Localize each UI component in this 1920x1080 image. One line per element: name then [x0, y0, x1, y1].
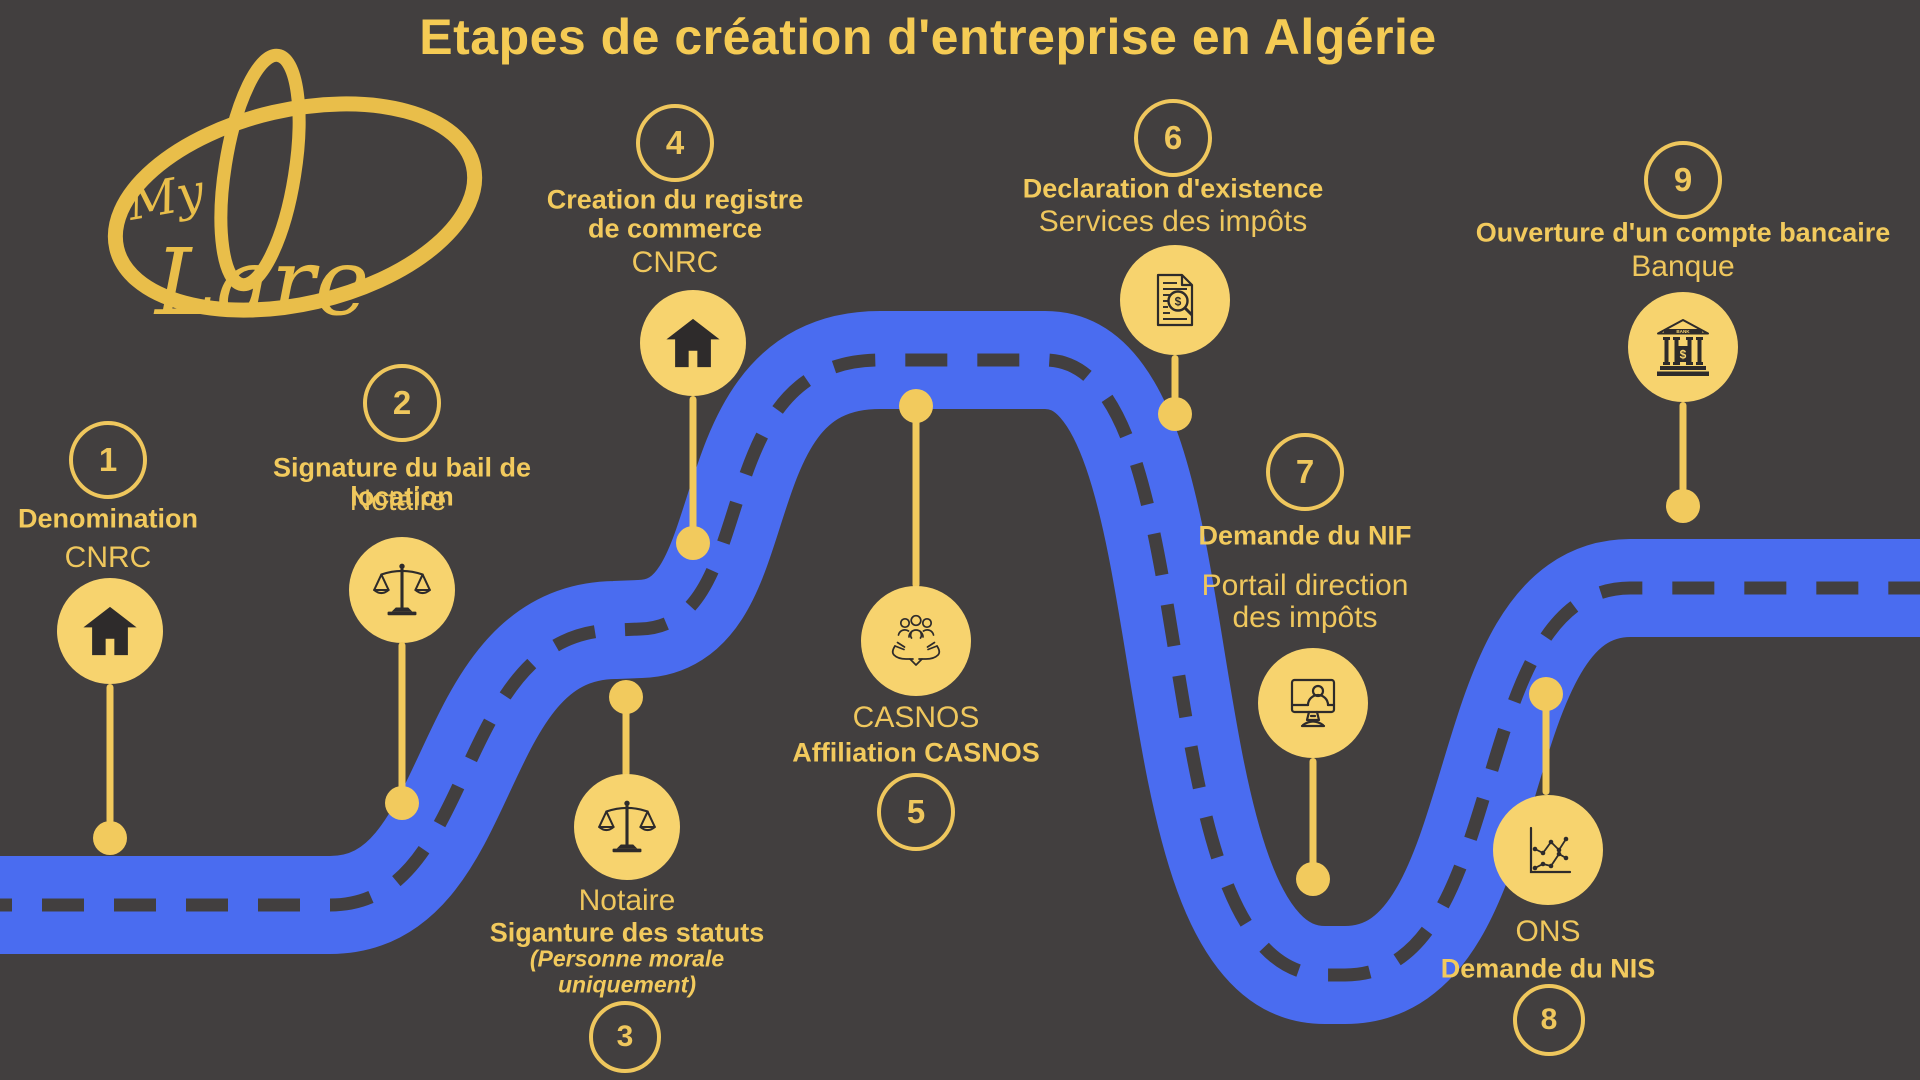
step-2-org: Notaire — [349, 484, 447, 517]
step-5-connector-line — [912, 414, 920, 588]
step-3-title: Siganture des statuts — [489, 917, 765, 948]
step-4-road-dot — [676, 526, 710, 560]
step-1-number: 1 — [98, 441, 118, 478]
step-1-icon-circle — [57, 578, 163, 684]
logo-word-lare: Lare — [153, 229, 369, 336]
scales-icon — [373, 563, 431, 616]
step-2-title-line2: location — [350, 481, 454, 512]
step-5-number-badge: 5 — [877, 773, 955, 851]
step-9-org: Banque — [1631, 250, 1735, 283]
my-lare-logo: My Lare — [107, 48, 483, 336]
step-5-icon-circle — [861, 586, 971, 696]
step-3-note-line2: uniquement) — [558, 971, 696, 998]
tax-document-search-icon: $ — [1156, 273, 1194, 327]
step-1-connector-line — [106, 684, 114, 824]
step-4-number: 4 — [665, 124, 685, 161]
step-2-title-line1: Signature du bail de — [272, 452, 532, 483]
step-8-icon-circle — [1493, 795, 1603, 905]
step-3-note-line1: (Personne morale — [529, 945, 725, 972]
step-4-title-line1: Creation du registre — [546, 184, 804, 215]
step-2-road-dot — [385, 786, 419, 820]
step-4-number-badge: 4 — [636, 104, 714, 182]
step-5-org: CASNOS — [852, 701, 980, 734]
community-hands-icon — [891, 614, 941, 666]
step-7-connector-line — [1309, 758, 1317, 866]
step-9-number: 9 — [1673, 161, 1693, 198]
step-8-connector-line — [1542, 702, 1550, 795]
step-2-number: 2 — [392, 384, 412, 421]
step-7-number: 7 — [1295, 453, 1315, 490]
step-3-connector-line — [622, 705, 630, 777]
step-9-icon-circle: BANK $ — [1628, 292, 1738, 402]
step-1-title: Denomination — [18, 503, 198, 534]
step-7-title: Demande du NIF — [1198, 520, 1412, 551]
step-1-road-dot — [93, 821, 127, 855]
dollar-glyph: $ — [1680, 348, 1687, 362]
step-6-road-dot — [1158, 397, 1192, 431]
step-8-number: 8 — [1540, 1003, 1558, 1036]
step-9-number-badge: 9 — [1644, 141, 1722, 219]
step-6-number: 6 — [1163, 119, 1183, 156]
step-4-icon-circle — [640, 290, 746, 396]
statistics-chart-icon — [1529, 826, 1572, 874]
step-9-road-dot — [1666, 489, 1700, 523]
step-5-number: 5 — [906, 793, 926, 830]
step-7-icon-circle — [1258, 648, 1368, 758]
step-7-number-badge: 7 — [1266, 433, 1344, 511]
bank-label: BANK — [1676, 329, 1690, 334]
step-7-org-line2: des impôts — [1232, 601, 1378, 634]
step-3-number-badge: 3 — [589, 1001, 661, 1073]
step-6-icon-circle: $ — [1120, 245, 1230, 355]
step-2-number-badge: 2 — [363, 364, 441, 442]
step-8-title: Demande du NIS — [1440, 953, 1656, 984]
step-2-connector-line — [398, 642, 406, 790]
dollar-glyph: $ — [1175, 295, 1182, 309]
bank-icon: BANK $ — [1657, 319, 1709, 376]
step-3-number: 3 — [616, 1020, 634, 1053]
step-9-title: Ouverture d'un compte bancaire — [1475, 217, 1891, 248]
house-icon — [83, 606, 137, 656]
step-8-number-badge: 8 — [1513, 984, 1585, 1056]
house-icon — [666, 318, 720, 368]
step-9-connector-line — [1679, 402, 1687, 492]
step-5-title: Affiliation CASNOS — [792, 737, 1040, 768]
scales-icon — [598, 800, 656, 853]
step-7-org-line1: Portail direction — [1201, 569, 1409, 602]
step-2-icon-circle — [349, 537, 455, 643]
step-6-org: Services des impôts — [1038, 205, 1308, 238]
step-6-title: Declaration d'existence — [1022, 173, 1324, 204]
logo-word-my: My — [122, 163, 209, 232]
step-4-connector-line — [689, 396, 697, 530]
step-3-icon-circle — [574, 774, 680, 880]
step-6-number-badge: 6 — [1134, 99, 1212, 177]
step-7-road-dot — [1296, 862, 1330, 896]
step-4-org: CNRC — [631, 246, 719, 279]
page-title: Etapes de création d'entreprise en Algér… — [419, 9, 1437, 65]
step-1-org: CNRC — [64, 541, 152, 574]
step-4-title-line2: de commerce — [587, 213, 763, 244]
online-portal-icon — [1290, 678, 1336, 728]
step-8-org: ONS — [1515, 915, 1581, 948]
step-1-number-badge: 1 — [69, 421, 147, 499]
step-3-org: Notaire — [578, 884, 676, 917]
step-6-connector-line — [1171, 355, 1179, 400]
